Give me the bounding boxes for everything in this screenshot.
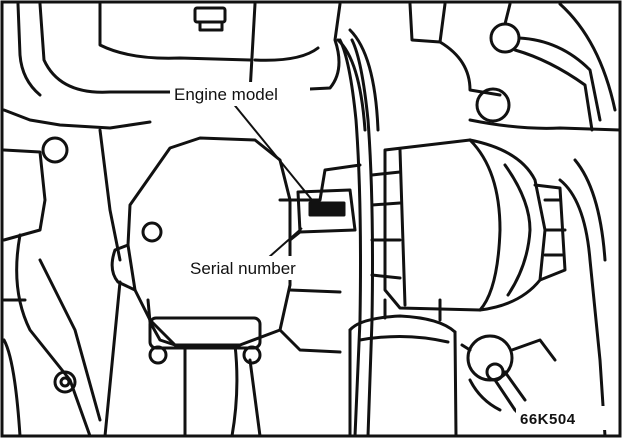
figure-code: 66K504 xyxy=(520,411,576,428)
intake-manifold xyxy=(16,2,342,97)
upper-right-hoses xyxy=(336,2,622,132)
leader-lines xyxy=(231,101,313,259)
oil-filter xyxy=(348,298,458,438)
alternator xyxy=(370,138,607,438)
front-housing xyxy=(110,136,362,438)
serial-number-leader xyxy=(267,227,303,259)
engine-id-plate xyxy=(288,188,357,242)
serial-number-label: Serial number xyxy=(190,259,296,278)
engine-model-label: Engine model xyxy=(174,85,278,104)
lower-housing xyxy=(103,280,342,438)
engine-model-leader xyxy=(231,101,313,201)
engine-block-left xyxy=(2,108,152,438)
